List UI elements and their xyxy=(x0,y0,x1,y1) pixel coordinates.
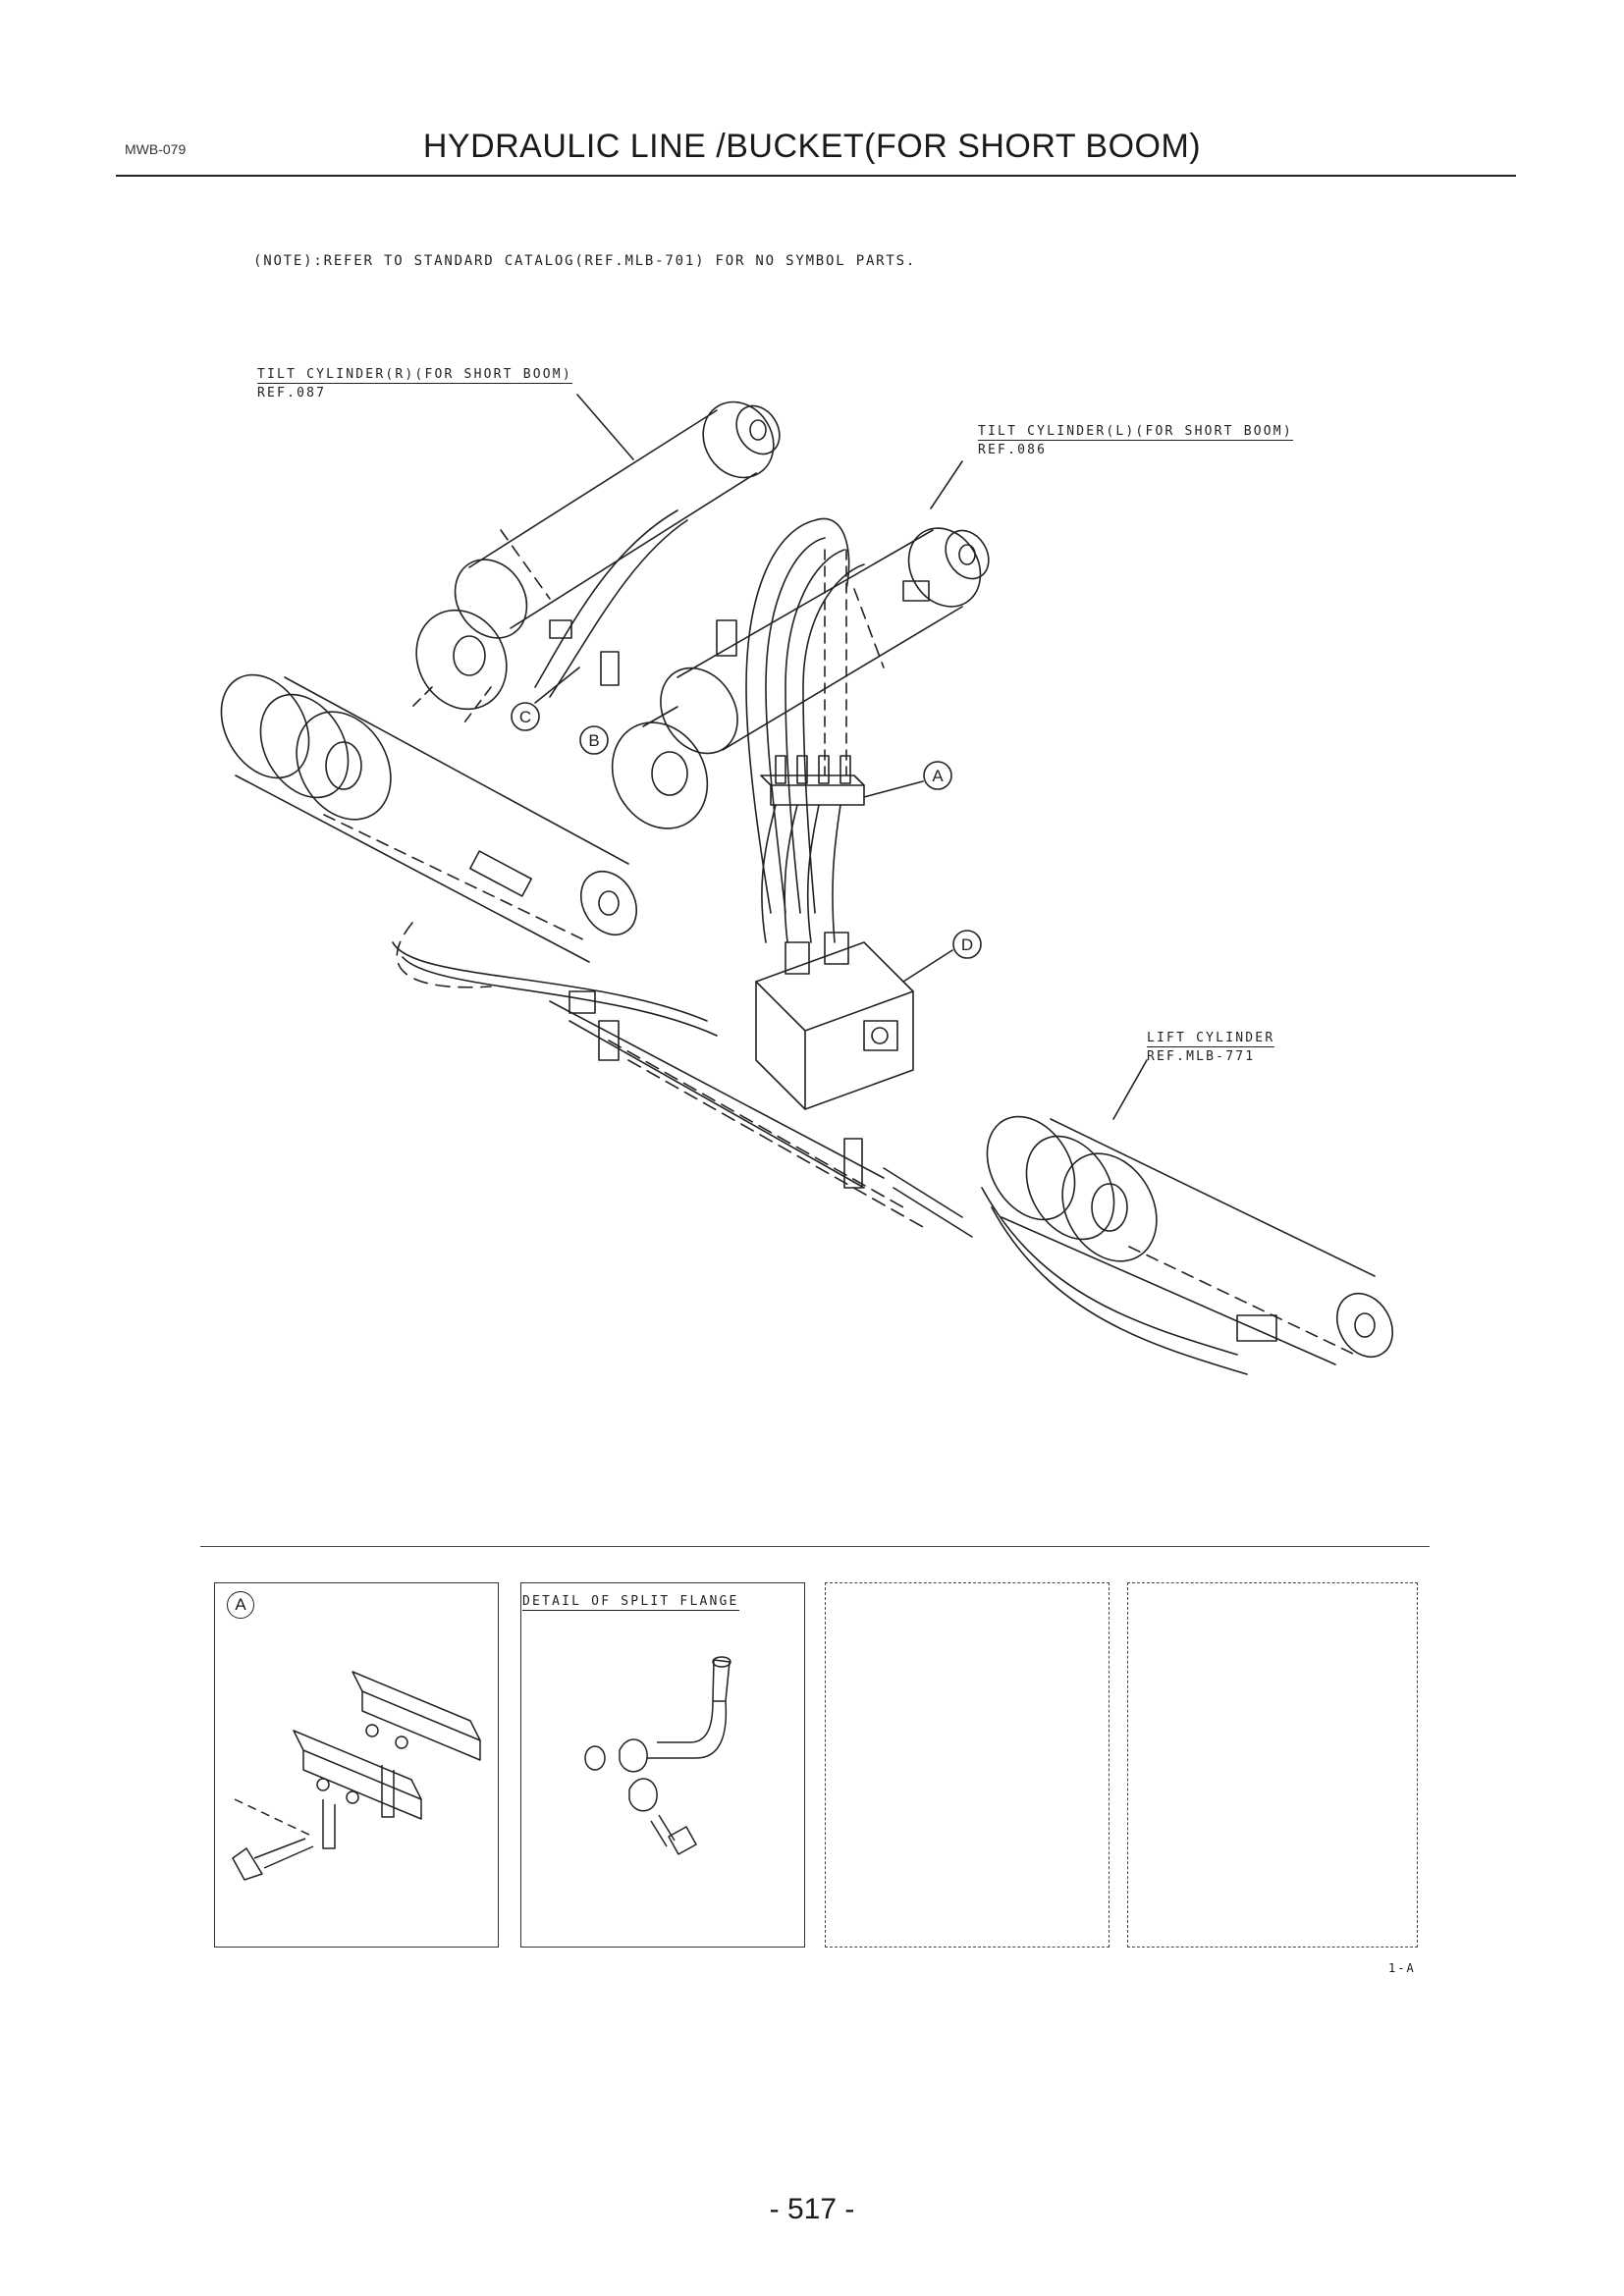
callout-lift-cylinder: LIFT CYLINDER REF.MLB-771 xyxy=(1147,1031,1275,1064)
split-flange-title: DETAIL OF SPLIT FLANGE xyxy=(522,1594,739,1611)
detail-a-marker: A xyxy=(227,1591,254,1619)
split-flange-title-text: DETAIL OF SPLIT FLANGE xyxy=(522,1594,739,1611)
callout-tilt-cylinder-l-label: TILT CYLINDER(L)(FOR SHORT BOOM) xyxy=(978,424,1293,441)
empty-panel-1 xyxy=(825,1582,1110,1948)
detail-a-drawing xyxy=(232,1671,481,1881)
callout-lift-cylinder-label: LIFT CYLINDER xyxy=(1147,1031,1275,1047)
revision-code: 1-A xyxy=(1388,1961,1416,1975)
valve-hoses xyxy=(761,804,841,943)
marker-b-circle xyxy=(579,725,609,755)
callout-tilt-cylinder-r-ref: REF.087 xyxy=(257,386,327,400)
marker-d-circle xyxy=(952,930,982,959)
empty-panel-2 xyxy=(1127,1582,1418,1948)
boom-pipes xyxy=(392,941,973,1238)
leader-tilt-l xyxy=(930,460,963,509)
callout-lift-cylinder-ref: REF.MLB-771 xyxy=(1147,1049,1256,1064)
callout-tilt-cylinder-r: TILT CYLINDER(R)(FOR SHORT BOOM) REF.087 xyxy=(257,367,572,400)
marker-b: B xyxy=(588,731,599,750)
detail-panel-a: A xyxy=(214,1582,499,1948)
detail-separator xyxy=(200,1546,1430,1547)
callout-tilt-cylinder-l-ref: REF.086 xyxy=(978,443,1048,457)
callout-tilt-cylinder-l: TILT CYLINDER(L)(FOR SHORT BOOM) REF.086 xyxy=(978,424,1293,457)
split-flange-drawing xyxy=(584,1656,731,1855)
marker-c-circle xyxy=(511,702,540,731)
tilt-cylinder-l xyxy=(611,527,990,829)
leader-tilt-r xyxy=(576,394,634,460)
page-title: HYDRAULIC LINE /BUCKET(FOR SHORT BOOM) xyxy=(422,128,1202,165)
callout-tilt-cylinder-r-label: TILT CYLINDER(R)(FOR SHORT BOOM) xyxy=(257,367,572,384)
marker-a-circle xyxy=(923,761,952,790)
lift-cylinder-right xyxy=(981,1115,1394,1375)
marker-c: C xyxy=(519,708,531,726)
marker-d: D xyxy=(961,935,973,954)
marker-a: A xyxy=(932,767,944,785)
catalog-note: (NOTE):REFER TO STANDARD CATALOG(REF.MLB… xyxy=(253,253,917,269)
reference-markers xyxy=(511,702,982,959)
tilt-hoses xyxy=(745,517,865,914)
detail-panel-split-flange xyxy=(520,1582,805,1948)
control-valve-d xyxy=(755,932,914,1110)
header-rule xyxy=(116,175,1516,177)
document-code: MWB-079 xyxy=(125,141,187,157)
clamp-block-a xyxy=(760,755,865,806)
tilt-cylinder-r xyxy=(411,400,781,727)
page-number: - 517 - xyxy=(769,2193,855,2225)
lift-cylinder-left xyxy=(220,673,638,963)
leader-lift xyxy=(1112,1059,1148,1120)
